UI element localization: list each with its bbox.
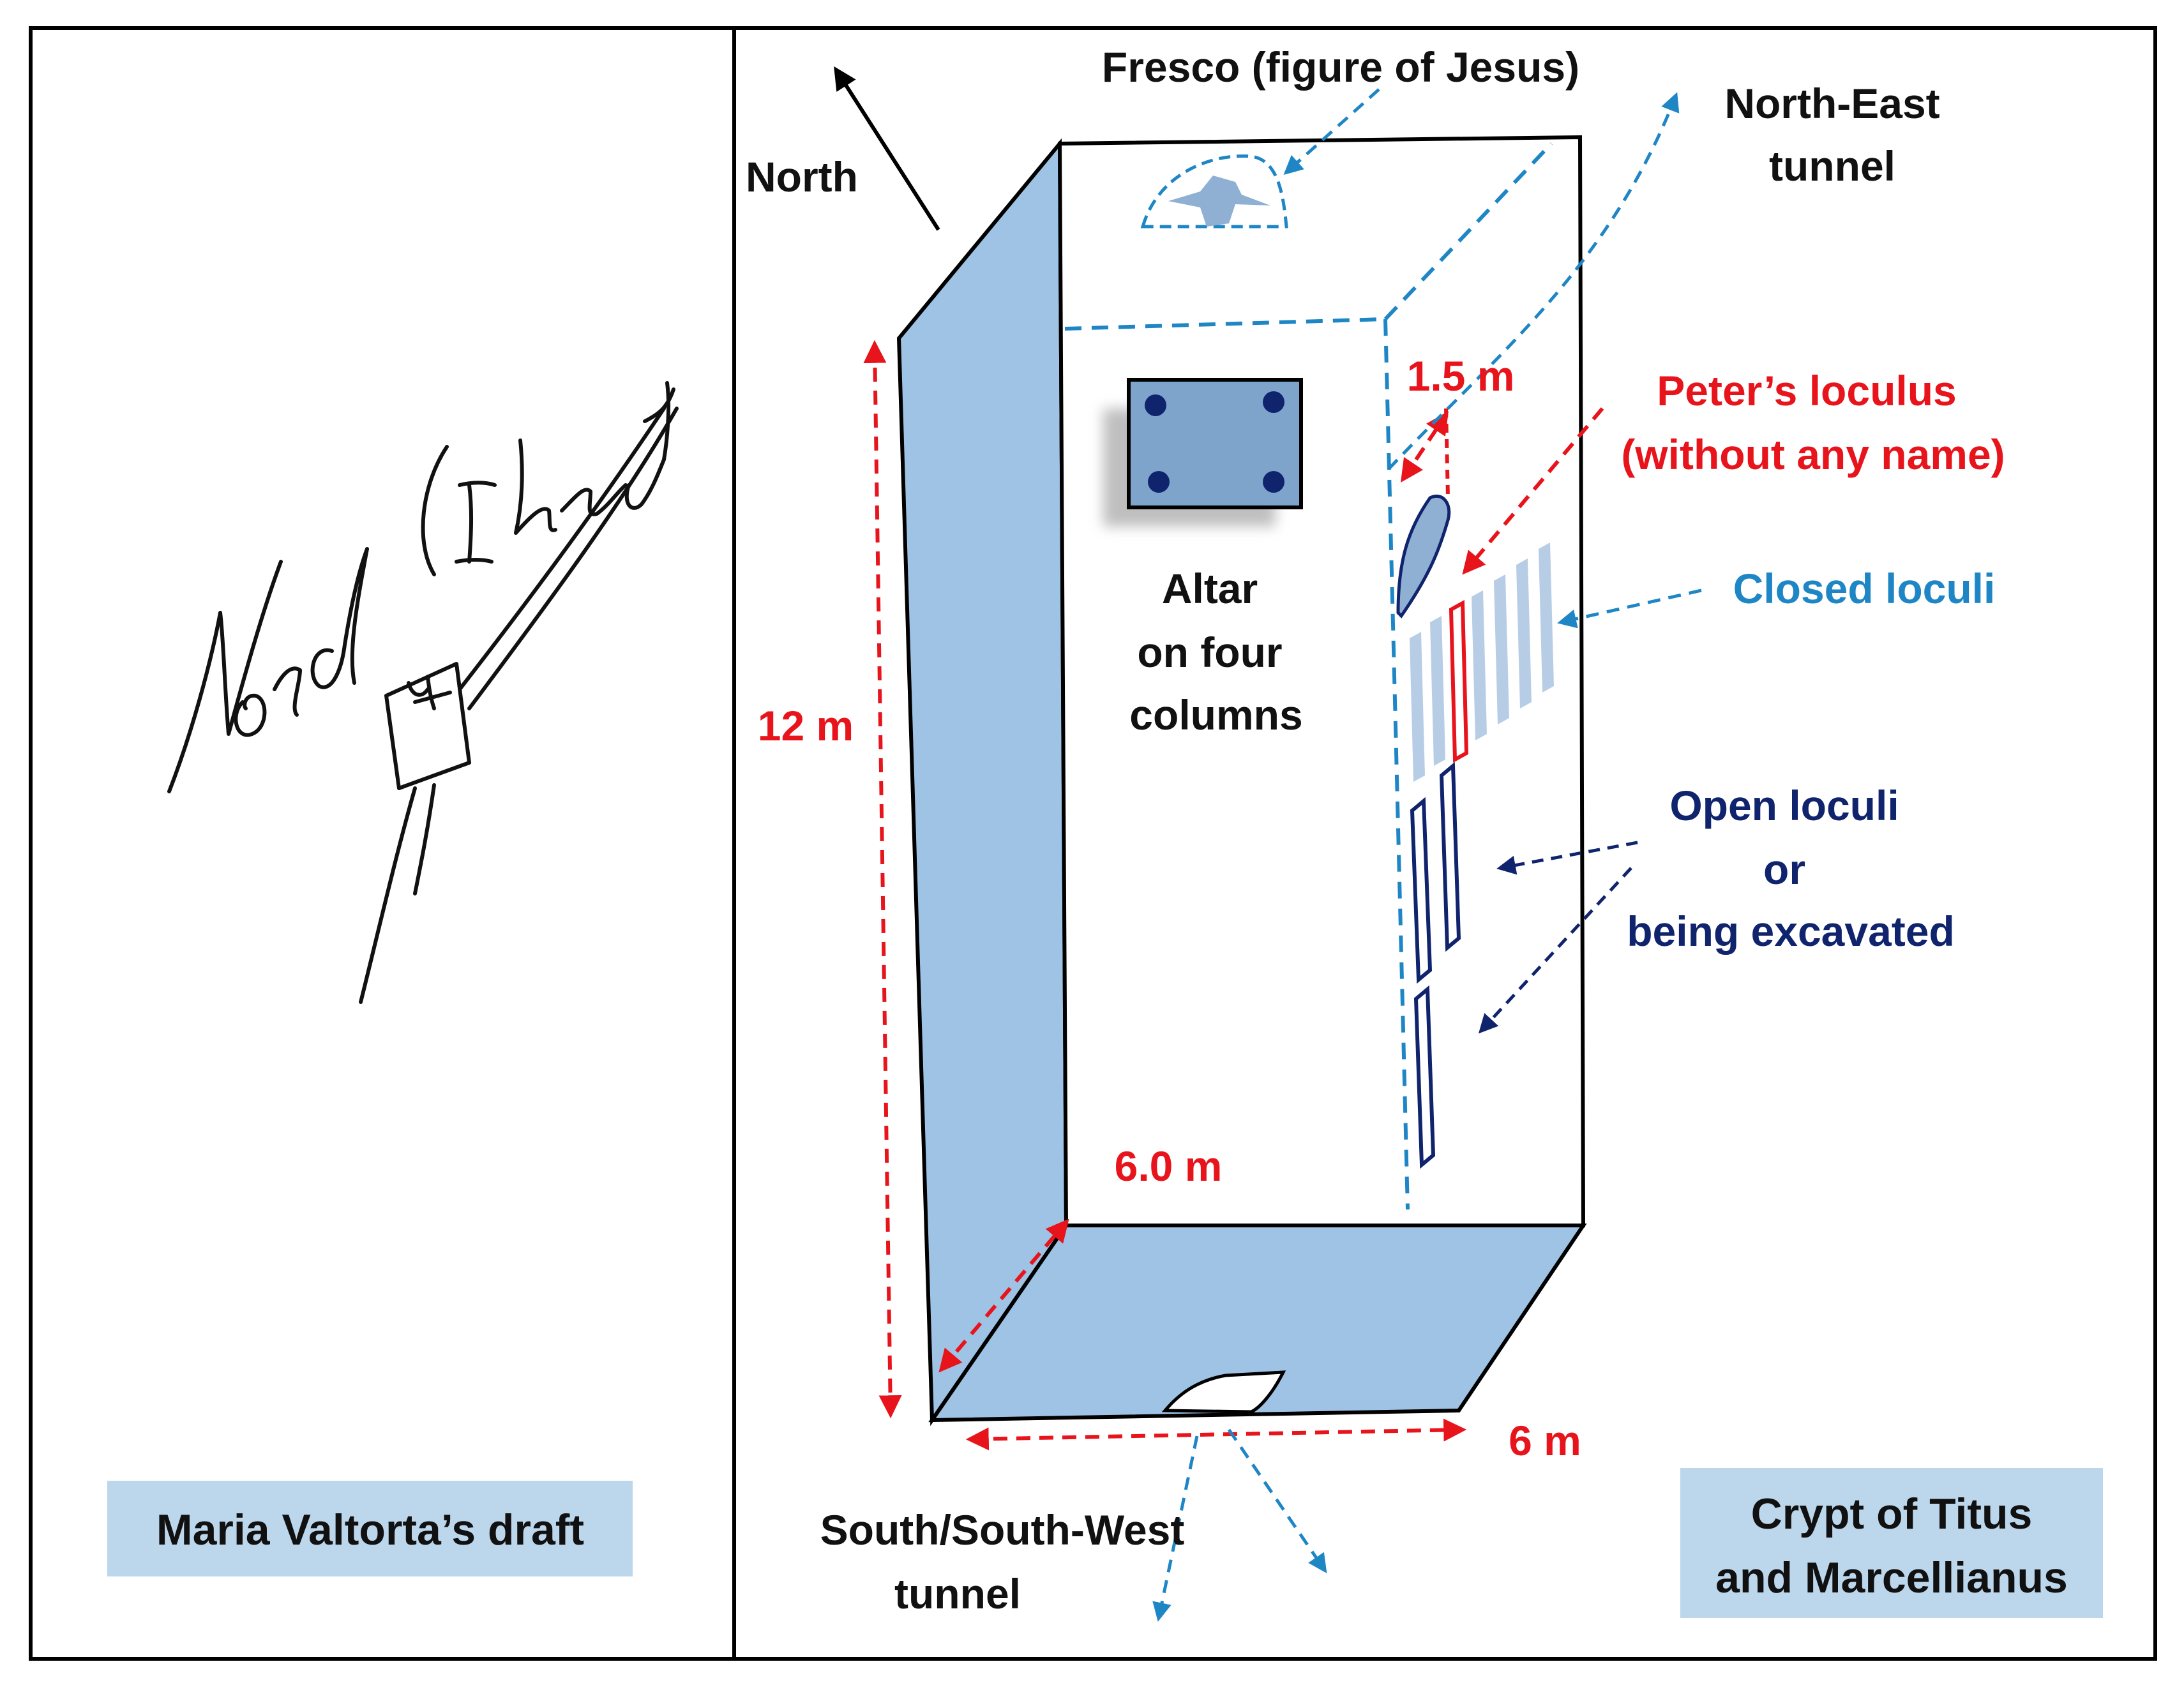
fresco <box>1140 154 1288 228</box>
width-label: 6 m <box>1509 1417 1581 1464</box>
closed-loculi <box>1410 543 1554 782</box>
fresco-label: Fresco (figure of Jesus) <box>1102 43 1579 91</box>
sw-tunnel-label-2: tunnel <box>894 1570 1021 1617</box>
north-label: North <box>746 153 858 200</box>
sw-tunnel-arrow-2 <box>1227 1428 1327 1573</box>
right-caption-line-1: Crypt of Titus <box>1751 1490 2033 1538</box>
height-label: 12 m <box>758 702 854 749</box>
peter-pointer-arrow <box>1462 407 1604 575</box>
loculus-width-arrow <box>1400 411 1449 483</box>
open-loculi-label-2: or <box>1763 846 1805 893</box>
outer-frame <box>29 26 2157 1661</box>
altar <box>1103 378 1303 527</box>
ne-tunnel-arrow <box>1387 92 1680 470</box>
altar-label-3: columns <box>1129 691 1302 738</box>
column-icon <box>1263 391 1284 413</box>
ne-tunnel-label-2: tunnel <box>1769 142 1895 190</box>
ne-tunnel-label-1: North-East <box>1724 80 1939 127</box>
open-loculi-label-1: Open loculi <box>1669 782 1899 829</box>
north-arrow <box>834 66 940 231</box>
peter-label-2: (without any name) <box>1621 431 2005 478</box>
handwritten-draft <box>167 381 679 1004</box>
jesus-figure-icon <box>1168 176 1270 227</box>
open-loculi <box>1410 761 1461 1169</box>
column-icon <box>1148 471 1170 493</box>
right-caption-box <box>1680 1468 2103 1618</box>
column-icon <box>1263 471 1284 493</box>
altar-label-1: Altar <box>1162 565 1258 612</box>
depth-label: 6.0 m <box>1115 1142 1223 1190</box>
peter-label-1: Peter’s loculus <box>1657 367 1957 414</box>
closed-loculi-label: Closed loculi <box>1733 565 1996 612</box>
navy-arrows <box>1478 841 1638 1034</box>
left-wall <box>896 138 1069 1426</box>
left-caption-box <box>107 1481 633 1576</box>
south-tunnel-opening <box>1161 1370 1286 1414</box>
width-arrow <box>965 1418 1467 1451</box>
depth-arrow <box>938 1218 1069 1373</box>
loculus-width-label: 1.5 m <box>1407 352 1515 400</box>
right-caption-line-2: and Marcellianus <box>1715 1553 2068 1602</box>
dimension-arrows <box>863 340 1604 1451</box>
column-icon <box>1145 394 1166 416</box>
altar-label-2: on four <box>1137 629 1282 676</box>
left-caption: Maria Valtorta’s draft <box>156 1506 584 1554</box>
height-arrow <box>863 340 902 1419</box>
peters-loculus <box>1449 599 1469 763</box>
sw-tunnel-label-1: South/South-West <box>820 1506 1185 1553</box>
blue-arrows <box>1152 88 1702 1622</box>
peters-loculus-opening <box>1396 495 1451 618</box>
closed-loculi-pointer-arrow <box>1557 588 1702 629</box>
sw-tunnel-arrow-1 <box>1152 1435 1199 1622</box>
open-loculi-label-3: being excavated <box>1627 908 1955 955</box>
